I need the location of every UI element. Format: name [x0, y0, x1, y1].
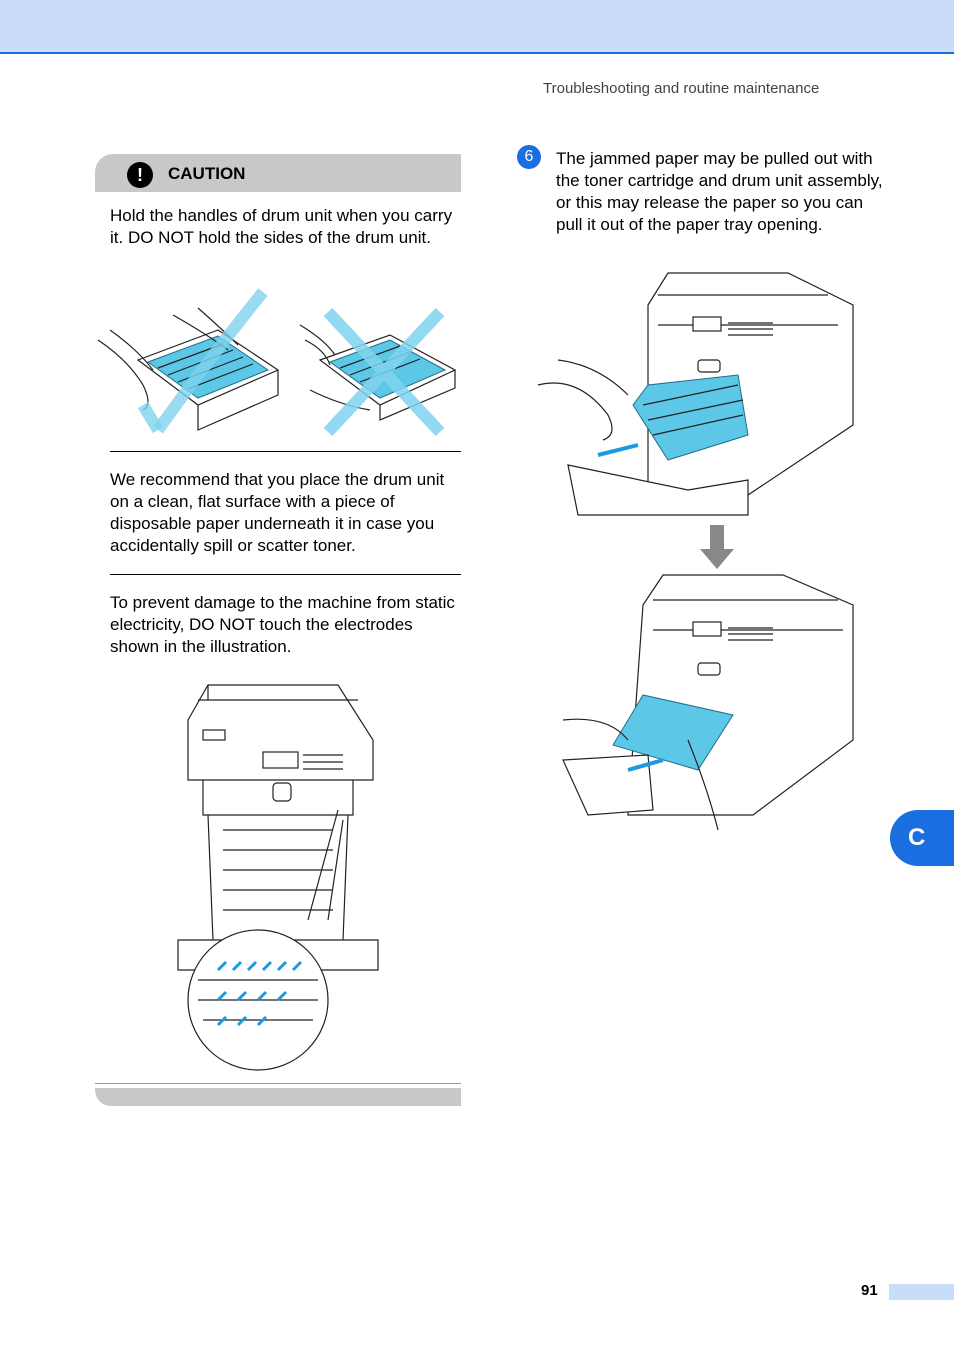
electrodes-illustration	[177, 684, 379, 1071]
divider-rule	[110, 574, 461, 575]
printer-drum-removal-illustration	[537, 272, 854, 516]
chapter-tab: C	[890, 810, 954, 866]
caution-paragraph-static: To prevent damage to the machine from st…	[110, 593, 455, 656]
exclamation-icon: !	[127, 162, 153, 188]
step-text: The jammed paper may be pulled out with …	[556, 149, 883, 234]
divider-rule	[110, 451, 461, 452]
page-number: 91	[861, 1282, 878, 1299]
caution-end-line	[95, 1083, 461, 1084]
down-arrow-icon	[700, 525, 734, 569]
top-header-band	[0, 0, 954, 54]
drum-unit-wrong-illustration	[299, 307, 457, 437]
caution-label: CAUTION	[168, 164, 246, 183]
chapter-tab-letter: C	[908, 824, 926, 851]
caution-paragraph-handles: Hold the handles of drum unit when you c…	[110, 206, 453, 247]
printer-paper-removal-illustration	[562, 574, 854, 831]
caution-end-bar	[95, 1088, 461, 1106]
caution-header-bar: ! CAUTION	[95, 154, 461, 192]
drum-unit-correct-illustration	[97, 288, 280, 434]
caution-paragraph-surface: We recommend that you place the drum uni…	[110, 470, 445, 555]
running-head: Troubleshooting and routine maintenance	[543, 80, 820, 97]
footer-band	[889, 1284, 954, 1300]
step-number-badge: 6	[517, 145, 541, 169]
